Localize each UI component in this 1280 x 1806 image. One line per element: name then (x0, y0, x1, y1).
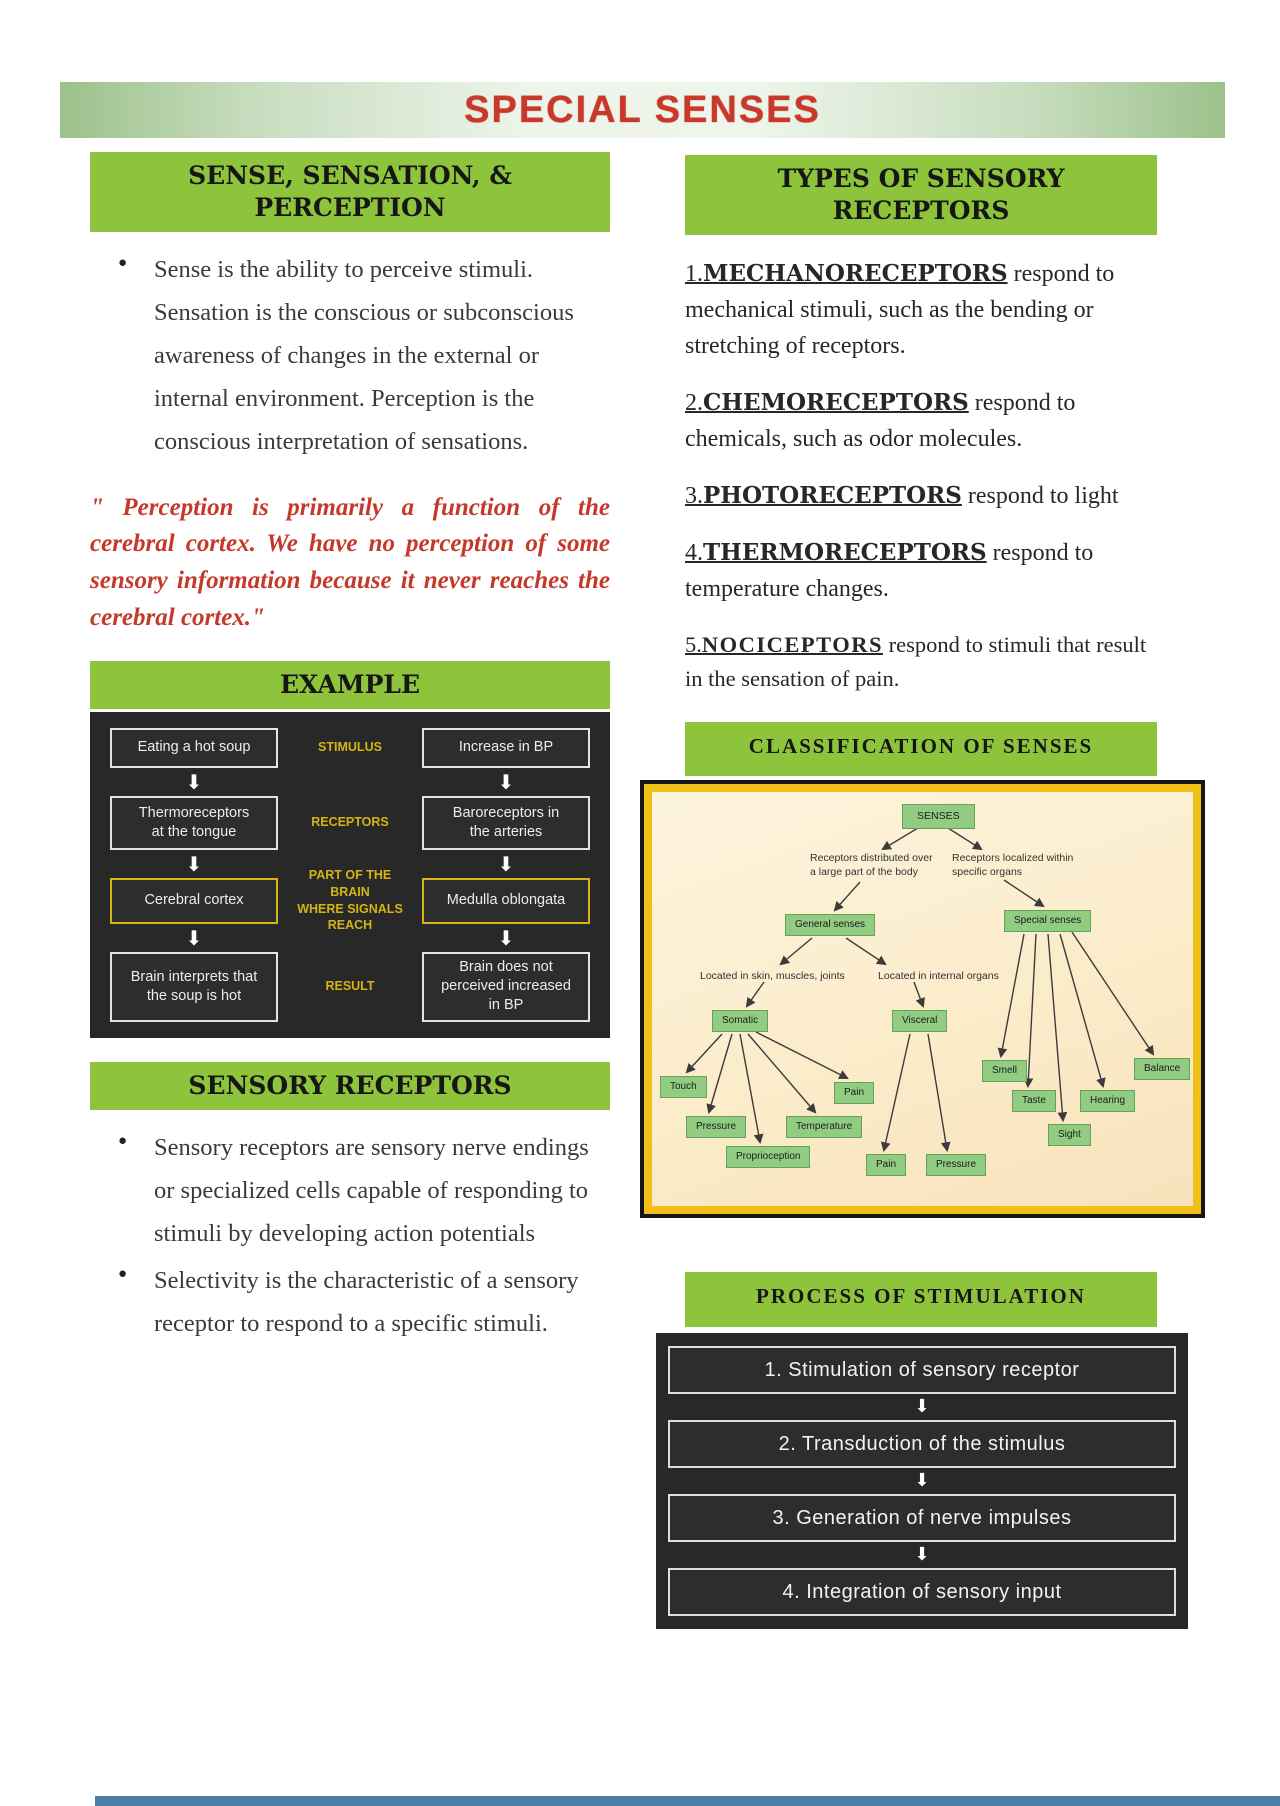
node-sight: Sight (1048, 1124, 1091, 1147)
receptor-number: 4. (685, 540, 703, 566)
receptor-desc: respond to light (961, 483, 1119, 509)
node-temperature: Temperature (786, 1116, 863, 1139)
process-step-1: 1. Stimulation of sensory receptor (668, 1346, 1176, 1395)
receptor-number: 1. (685, 261, 703, 287)
receptor-name: THERMORECEPTORS (703, 539, 987, 566)
node-special-senses: Special senses (1004, 910, 1092, 933)
node-pressure-somatic: Pressure (686, 1116, 747, 1139)
node-balance: Balance (1134, 1058, 1191, 1081)
node-pressure-visceral: Pressure (926, 1154, 987, 1177)
flow-box-brain-right: Medulla oblongata (422, 877, 590, 924)
down-arrow-icon (668, 1394, 1176, 1420)
section-header-example: EXAMPLE (90, 660, 610, 709)
flow-box-stimulus-left: Eating a hot soup (110, 727, 278, 768)
flow-label-brain-part: PART OF THE BRAIN WHERE SIGNALS REACH (297, 867, 403, 933)
tree-arrows (685, 827, 1155, 1153)
label-located-internal: Located in internal organs (878, 970, 999, 983)
receptor-name: NOCICEPTORS (701, 632, 883, 657)
flow-box-result-right: Brain does not perceived increased in BP (422, 951, 590, 1022)
receptor-desc: respond to mechanical stimuli, such as t… (685, 261, 1115, 359)
receptor-item-chemoreceptors: 2.CHEMORECEPTORS respond to chemicals, s… (685, 385, 1157, 457)
process-step-4: 4. Integration of sensory input (668, 1568, 1176, 1617)
left-column: SENSE, SENSATION, & PERCEPTION Sense is … (90, 152, 610, 1349)
node-smell: Smell (982, 1060, 1028, 1083)
receptor-name: PHOTORECEPTORS (703, 482, 962, 509)
page-banner: SPECIAL SENSES (60, 82, 1225, 138)
node-pain-somatic: Pain (834, 1082, 875, 1105)
flow-box-brain-left: Cerebral cortex (110, 877, 278, 924)
down-arrow-icon (668, 1468, 1176, 1494)
process-of-stimulation-panel: 1. Stimulation of sensory receptor 2. Tr… (656, 1333, 1188, 1630)
page-title: SPECIAL SENSES (464, 88, 821, 131)
node-proprioception: Proprioception (726, 1146, 811, 1169)
receptor-desc: respond to stimuli that result in the se… (685, 632, 1147, 691)
flow-label-receptors: RECEPTORS (311, 815, 389, 830)
node-somatic: Somatic (712, 1010, 769, 1033)
right-column: TYPES OF SENSORY RECEPTORS 1.MECHANORECE… (640, 155, 1205, 1630)
classification-diagram-canvas: SENSES Receptors distributed over a larg… (644, 784, 1201, 1215)
receptor-desc: respond to temperature changes. (685, 540, 1094, 602)
down-arrow-icon (110, 928, 278, 948)
node-hearing: Hearing (1080, 1090, 1136, 1113)
node-general-senses: General senses (785, 914, 876, 937)
label-receptors-localized: Receptors localized within specific orga… (952, 852, 1074, 879)
receptor-number: 5. (685, 632, 702, 657)
label-receptors-distributed: Receptors distributed over a large part … (810, 852, 933, 879)
sensory-bullet-list: Sensory receptors are sensory nerve endi… (90, 1126, 610, 1346)
flow-box-result-left: Brain interprets that the soup is hot (110, 951, 278, 1022)
footer-accent-bar (95, 1796, 1280, 1806)
receptor-item-nociceptors: 5.NOCICEPTORS respond to stimuli that re… (685, 628, 1157, 696)
flow-box-stimulus-right: Increase in BP (422, 727, 590, 768)
flow-box-receptors-left: Thermoreceptors at the tongue (110, 795, 278, 850)
bullet-selectivity: Selectivity is the characteristic of a s… (90, 1259, 610, 1345)
classification-diagram: SENSES Receptors distributed over a larg… (640, 780, 1205, 1219)
down-arrow-icon (422, 928, 590, 948)
section-header-classification-of-senses: CLASSIFICATION OF SENSES (685, 721, 1157, 777)
receptor-list: 1.MECHANORECEPTORS respond to mechanical… (685, 256, 1157, 696)
flow-label-stimulus: STIMULUS (318, 740, 382, 755)
process-step-3: 3. Generation of nerve impulses (668, 1494, 1176, 1543)
receptor-item-thermoreceptors: 4.THERMORECEPTORS respond to temperature… (685, 535, 1157, 607)
receptor-number: 2. (685, 390, 703, 416)
bullet-sense-definition: Sense is the ability to perceive stimuli… (90, 248, 610, 464)
node-senses: SENSES (902, 804, 975, 829)
perception-quote: " Perception is primarily a function of … (90, 493, 610, 631)
down-arrow-icon (110, 772, 278, 792)
down-arrow-icon (668, 1542, 1176, 1568)
bullet-sensory-receptors: Sensory receptors are sensory nerve endi… (90, 1126, 610, 1255)
receptor-number: 3. (685, 483, 703, 509)
node-touch: Touch (660, 1076, 707, 1099)
receptor-desc: respond to chemicals, such as odor molec… (685, 390, 1076, 452)
down-arrow-icon (422, 854, 590, 874)
receptor-name: CHEMORECEPTORS (703, 389, 969, 416)
label-located-skin: Located in skin, muscles, joints (700, 970, 845, 983)
flow-box-receptors-right: Baroreceptors in the arteries (422, 795, 590, 850)
section-header-sensory-receptors: SENSORY RECEPTORS (90, 1061, 610, 1110)
section-header-types-of-sensory-receptors: TYPES OF SENSORY RECEPTORS (685, 155, 1157, 235)
sense-bullet-list: Sense is the ability to perceive stimuli… (90, 248, 610, 464)
receptor-name: MECHANORECEPTORS (703, 260, 1008, 287)
down-arrow-icon (110, 854, 278, 874)
section-header-sense-sensation-perception: SENSE, SENSATION, & PERCEPTION (90, 152, 610, 232)
down-arrow-icon (422, 772, 590, 792)
process-step-2: 2. Transduction of the stimulus (668, 1420, 1176, 1469)
flow-label-result: RESULT (325, 979, 375, 994)
node-pain-visceral: Pain (866, 1154, 907, 1177)
node-visceral: Visceral (892, 1010, 948, 1033)
receptor-item-photoreceptors: 3.PHOTORECEPTORS respond to light (685, 478, 1157, 514)
example-flowchart: Eating a hot soup STIMULUS Increase in B… (90, 711, 610, 1038)
receptor-item-mechanoreceptors: 1.MECHANORECEPTORS respond to mechanical… (685, 256, 1157, 364)
section-header-process-of-stimulation: PROCESS OF STIMULATION (685, 1272, 1157, 1328)
node-taste: Taste (1012, 1090, 1056, 1113)
